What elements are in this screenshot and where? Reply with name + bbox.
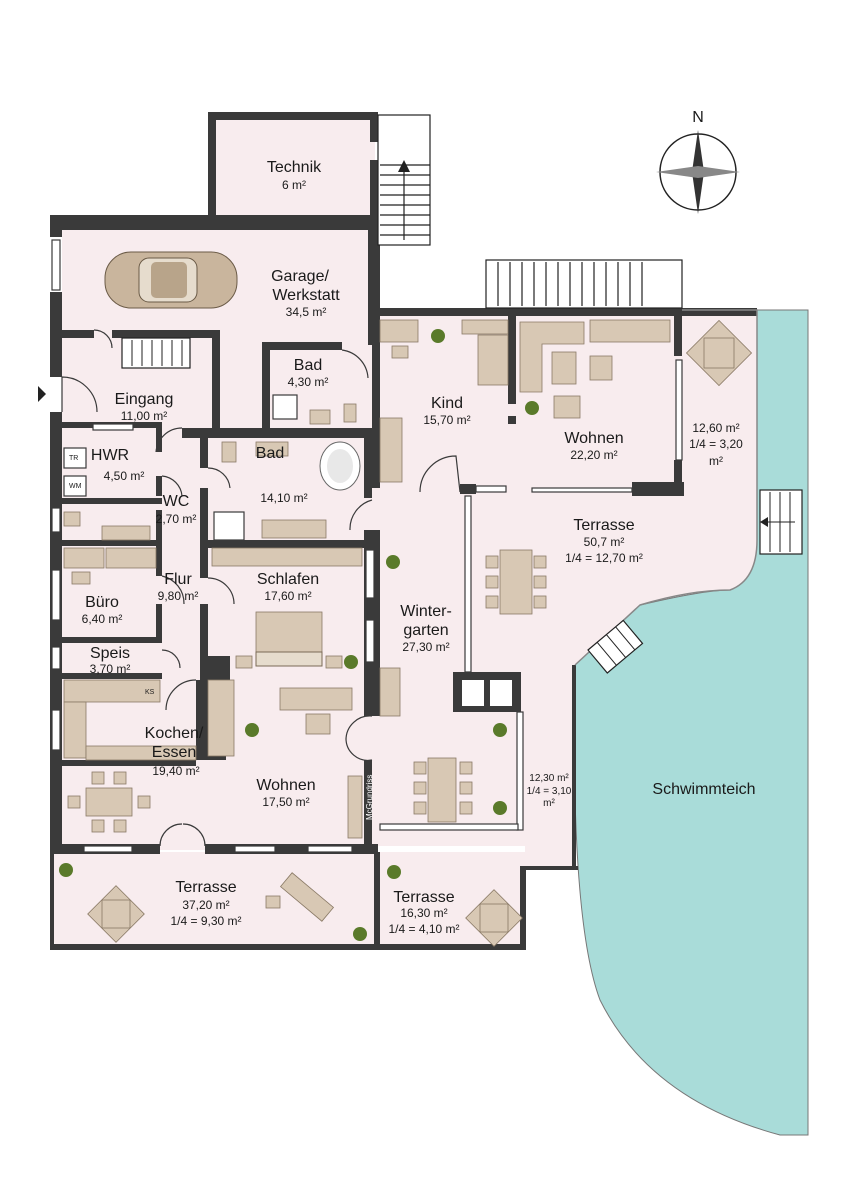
room-labels: Technik 6 m² Garage/ Werkstatt 34,5 m² B…	[82, 159, 756, 936]
plant-icons	[59, 329, 539, 941]
wc-area: 2,70 m²	[156, 512, 197, 526]
stairs	[121, 114, 803, 674]
wohnen-s-name: Wohnen	[256, 777, 315, 794]
hwr-name: HWR	[91, 447, 129, 464]
flur-area: 9,80 m²	[158, 589, 199, 603]
terrasse-north-quarter: 1/4 = 12,70 m²	[565, 551, 643, 565]
hwr-area: 4,50 m²	[104, 469, 145, 483]
wohnen-ne-name: Wohnen	[564, 430, 623, 447]
schlafen-name: Schlafen	[257, 571, 319, 588]
garage-name-line1: Garage/	[271, 268, 329, 285]
terrasse-s-area: 16,30 m²	[400, 906, 447, 920]
eingang-area: 11,00 m²	[121, 409, 167, 423]
entrance-arrow-icon	[38, 386, 46, 402]
kind-area: 15,70 m²	[423, 413, 470, 427]
car-icon	[104, 251, 238, 309]
terrasse-sw-area: 37,20 m²	[182, 898, 229, 912]
speis-name: Speis	[90, 645, 130, 662]
terrasse-east-quarter-line1: 1/4 = 3,20	[689, 437, 743, 451]
terrasse-north-area: 50,7 m²	[584, 535, 625, 549]
technik-name: Technik	[267, 159, 322, 176]
buero-area: 6,40 m²	[82, 612, 123, 626]
eingang-name: Eingang	[115, 391, 174, 408]
terrasse-mid-quarter-line2: m²	[543, 798, 555, 809]
buero-name: Büro	[85, 594, 119, 611]
terrasse-east-area: 12,60 m²	[692, 421, 739, 435]
terrasse-sw-name: Terrasse	[175, 879, 236, 896]
kochen-name-line1: Kochen/	[145, 725, 204, 742]
kochen-name-line2: Essen	[152, 744, 196, 761]
terrasse-mid-quarter-line1: 1/4 = 3,10	[527, 786, 572, 797]
terrasse-east-quarter-line2: m²	[709, 454, 723, 468]
furniture	[63, 251, 753, 947]
flur-name: Flur	[164, 571, 192, 588]
wc-name: WC	[163, 493, 190, 510]
terrasse-mid-area: 12,30 m²	[529, 773, 569, 784]
bad-large-area: 14,10 m²	[260, 491, 307, 505]
bad-large-name: Bad	[256, 445, 284, 462]
compass-icon: N	[656, 109, 740, 214]
bad-small-name: Bad	[294, 357, 322, 374]
wohnen-s-area: 17,50 m²	[262, 795, 309, 809]
technik-area: 6 m²	[282, 178, 306, 192]
kochen-area: 19,40 m²	[152, 764, 199, 778]
terrasse-north-name: Terrasse	[573, 517, 634, 534]
terrasse-sw-quarter: 1/4 = 9,30 m²	[170, 914, 241, 928]
wintergarten-name-line1: Winter-	[400, 603, 452, 620]
doors	[61, 329, 461, 847]
watermark-text: McGrundriss	[365, 775, 374, 820]
speis-area: 3,70 m²	[90, 662, 131, 676]
dryer-label: TR	[69, 455, 78, 462]
wintergarten-name-line2: garten	[403, 622, 448, 639]
garage-area: 34,5 m²	[286, 305, 327, 319]
garage-name-line2: Werkstatt	[272, 287, 340, 304]
schlafen-area: 17,60 m²	[264, 589, 311, 603]
windows	[51, 239, 683, 853]
pond-label: Schwimmteich	[652, 781, 755, 798]
washer-label: WM	[69, 483, 82, 490]
fridge-label: KS	[145, 689, 155, 696]
terrasse-s-quarter: 1/4 = 4,10 m²	[388, 922, 459, 936]
terrasse-s-name: Terrasse	[393, 889, 454, 906]
wintergarten-area: 27,30 m²	[402, 640, 449, 654]
wohnen-ne-area: 22,20 m²	[570, 448, 617, 462]
compass-north-label: N	[692, 109, 704, 126]
bad-small-area: 4,30 m²	[288, 375, 329, 389]
kind-name: Kind	[431, 395, 463, 412]
